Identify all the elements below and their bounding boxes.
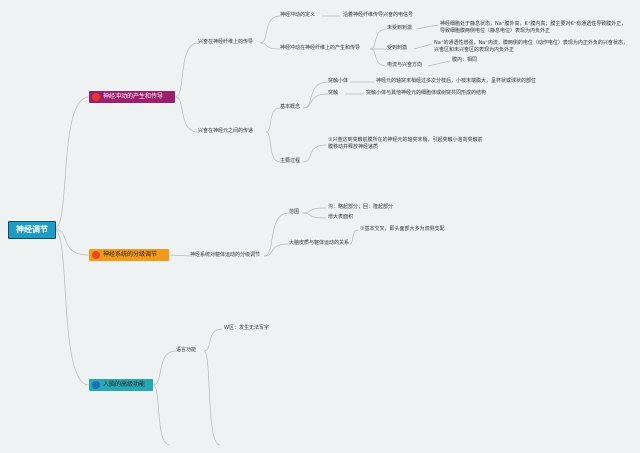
link-gen-direction — [369, 48, 388, 67]
link-topic3-language — [152, 350, 177, 386]
link-motor-scope — [263, 212, 290, 257]
node-synapse[interactable]: 突触 — [328, 90, 339, 96]
link-motor-relation — [263, 243, 290, 257]
link-topic3-extra — [152, 384, 171, 446]
node-impulse-definition[interactable]: 神经冲动的定义 — [280, 12, 316, 18]
node-synapse-body[interactable]: 突触小体 — [328, 78, 349, 84]
link-language-extra — [203, 350, 221, 446]
topic-nerve-impulse[interactable]: 神经冲动的产生和传导 — [89, 91, 175, 103]
node-main-process-detail[interactable]: ①兴奋达到突触前膜所在的神经元的轴突末梢，引起突触小泡向突触前膜移动并释放神经递… — [328, 137, 483, 150]
link-concepts-body — [302, 81, 329, 109]
node-motor-regulation[interactable]: 神经系统对躯体运动的分级调节 — [190, 252, 261, 258]
node-impulse-generation[interactable]: 神经冲动在神经纤维上的产生和传导 — [280, 45, 361, 51]
topic-marker-icon — [92, 251, 100, 259]
link-sub2-concepts — [265, 107, 281, 133]
node-resting-detail[interactable]: 神经细胞处于静息状态，Na⁺膜外高，K⁺膜内高；膜主要对K⁺有通透性导致膜外正，… — [440, 21, 627, 34]
node-transmission-neurons[interactable]: 兴奋在神经元之间的传递 — [198, 128, 254, 134]
node-action-detail[interactable]: Na⁺的通透性增强，Na⁺内流，膜两侧的电位（动作电位）表现为内正外负的兴奋状态… — [434, 40, 628, 53]
link-rest-detail — [415, 24, 439, 30]
topic-marker-icon — [92, 93, 100, 101]
link-concepts-synapse — [302, 93, 329, 109]
node-language-function[interactable]: 语言功能 — [176, 347, 197, 353]
node-conduction-fiber[interactable]: 兴奋在神经纤维上的传导 — [198, 39, 254, 45]
topic-marker-icon — [92, 381, 100, 389]
topic-hierarchical-regulation[interactable]: 神经系统的分级调节 — [89, 249, 169, 261]
link-direction-detail — [427, 60, 451, 67]
node-synapse-detail[interactable]: 突触小体与其他神经元的细胞体或树突共同形成的结构 — [366, 90, 487, 96]
node-synapse-body-detail[interactable]: 神经元的轴突末梢经过多次分枝后，小枝末端膨大，呈杯状或球状的部位 — [376, 78, 537, 84]
link-action-detail — [413, 43, 433, 50]
link-sub1-def — [259, 15, 281, 44]
link-root-topic1 — [53, 96, 90, 230]
node-scope-line1[interactable]: 沟：略起部分；回：隆起部分 — [328, 204, 394, 210]
node-impulse-definition-detail[interactable]: 沿着神经纤维传导兴奋的电信号 — [343, 12, 414, 18]
node-stimulated[interactable]: 受到刺激 — [387, 45, 408, 51]
link-root-topic3 — [53, 228, 90, 386]
link-relation-detail — [349, 229, 359, 245]
link-process-detail — [302, 144, 327, 163]
link-gen-rest — [369, 28, 388, 50]
node-scope[interactable]: 范围 — [289, 209, 300, 215]
link-scope-line2 — [301, 212, 327, 219]
topic-label: 人脑的高级功能 — [103, 381, 146, 388]
link-scope-line1 — [301, 207, 327, 214]
link-topic1-sub1 — [174, 42, 199, 98]
root-node[interactable]: 神经调节 — [8, 221, 56, 239]
node-not-stimulated[interactable]: 未受到刺激 — [387, 25, 413, 31]
node-cortex-relation-detail[interactable]: ①基本交叉，即头面部大多为双侧支配 — [360, 226, 445, 232]
topic-brain-functions[interactable]: 人脑的高级功能 — [89, 379, 153, 391]
link-language-warea — [203, 328, 223, 352]
link-root-topic2 — [53, 228, 90, 256]
link-sub1-gen — [259, 42, 281, 50]
topic-label: 神经冲动的产生和传导 — [103, 93, 164, 100]
link-sub2-process — [265, 131, 281, 163]
node-scope-line2[interactable]: 增大表面积 — [328, 214, 354, 220]
topic-label: 神经系统的分级调节 — [103, 251, 158, 258]
node-current-direction-detail[interactable]: 膜内：相同 — [452, 57, 478, 63]
node-current-direction[interactable]: 电流与兴奋方向 — [387, 62, 423, 68]
node-basic-concepts[interactable]: 基本概念 — [280, 104, 301, 110]
link-topic2-sub1 — [168, 254, 191, 257]
node-main-process[interactable]: 主要过程 — [280, 158, 301, 164]
node-w-area[interactable]: W区：发生无法写字 — [224, 325, 269, 331]
node-cortex-relation[interactable]: 大脑皮质与躯体运动的关系 — [289, 240, 350, 246]
link-topic1-sub2 — [174, 96, 199, 133]
